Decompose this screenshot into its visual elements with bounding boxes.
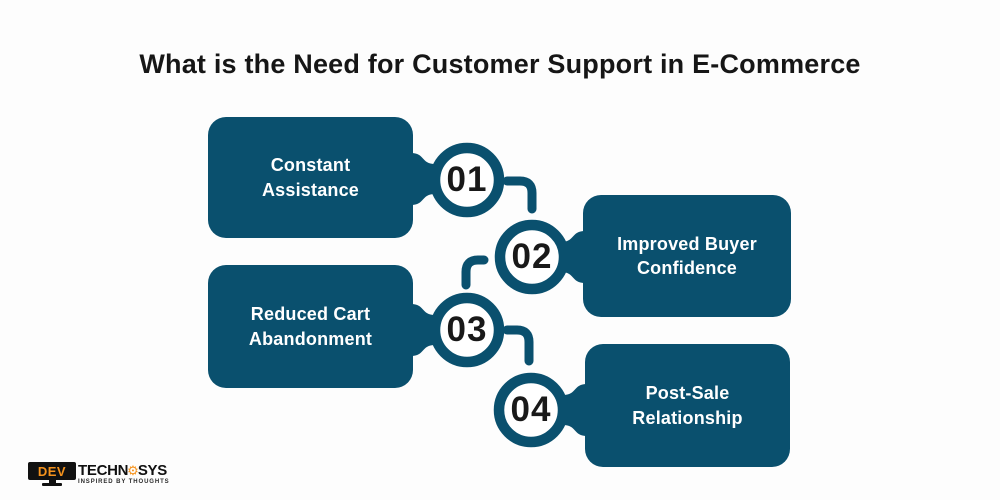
logo-monitor: DEV — [28, 462, 76, 486]
logo-monitor-text: DEV — [37, 463, 67, 479]
card-label-post-sale-relationship: Post-Sale Relationship — [632, 383, 743, 428]
logo-tagline: INSPIRED BY THOUGHTS — [78, 479, 170, 485]
step-number-01: 01 — [446, 160, 488, 199]
dev-technosys-logo: DEV TECHN ⚙ SYS INSPIRED BY THOUGHTS — [28, 462, 170, 486]
logo-brand-row: TECHN ⚙ SYS — [78, 461, 170, 479]
card-constant-assistance — [208, 117, 413, 238]
step-number-03: 03 — [446, 310, 488, 349]
card-label-constant-assistance: Constant Assistance — [261, 155, 360, 200]
connector-01-to-02 — [502, 176, 537, 214]
logo-brand-right: SYS — [137, 461, 167, 479]
step-number-04: 04 — [510, 390, 552, 429]
connector-03-to-02 — [461, 255, 489, 290]
card-improved-buyer-confidence — [583, 195, 791, 317]
page-title: What is the Need for Customer Support in… — [139, 49, 861, 79]
card-label-improved-buyer-confidence: Improved Buyer Confidence — [617, 233, 757, 278]
logo-monitor-screen: DEV — [28, 462, 76, 480]
card-post-sale-relationship — [585, 344, 790, 467]
gear-icon: ⚙ — [127, 462, 139, 478]
logo-brand-left: TECHN — [78, 461, 129, 479]
card-label-reduced-cart-abandonment: Reduced Cart Abandonment — [248, 304, 373, 349]
step-number-02: 02 — [511, 237, 553, 276]
step-circle-01 — [429, 142, 505, 218]
logo-monitor-stand-neck — [48, 480, 56, 483]
step-circle-04 — [493, 372, 569, 448]
logo-monitor-stand-base — [42, 483, 62, 486]
logo-wordmark: TECHN ⚙ SYS INSPIRED BY THOUGHTS — [78, 461, 170, 486]
step-circle-02 — [494, 219, 570, 295]
step-circle-03 — [429, 292, 505, 368]
connector-03-to-04 — [502, 325, 534, 366]
card-reduced-cart-abandonment — [208, 265, 413, 388]
